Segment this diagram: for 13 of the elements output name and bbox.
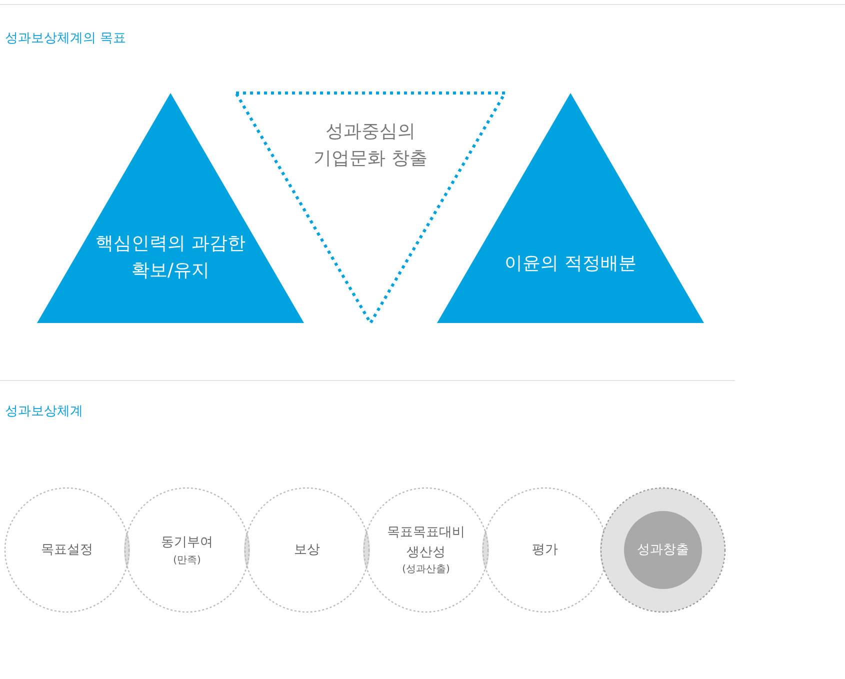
node-label: 평가: [531, 541, 559, 560]
node-label: 동기부여: [160, 534, 214, 552]
node-label: 보상: [293, 541, 321, 560]
node-sublabel: (만족): [172, 553, 202, 568]
node-label: 이윤의 적정배분: [504, 252, 638, 276]
section-heading: 성과보상체계: [5, 403, 83, 420]
node-sublabel: (성과산출): [401, 563, 451, 577]
node-label: 성과창출: [636, 541, 690, 560]
node-label: 성과중심의 기업문화 창출: [312, 120, 428, 171]
node-label: 핵심인력의 과감한 확보/유지: [96, 232, 246, 283]
section-heading: 성과보상체계의 목표: [5, 30, 126, 47]
node-label: 목표목표대비 생산성: [386, 524, 466, 562]
node-label: 목표설정: [40, 541, 94, 560]
